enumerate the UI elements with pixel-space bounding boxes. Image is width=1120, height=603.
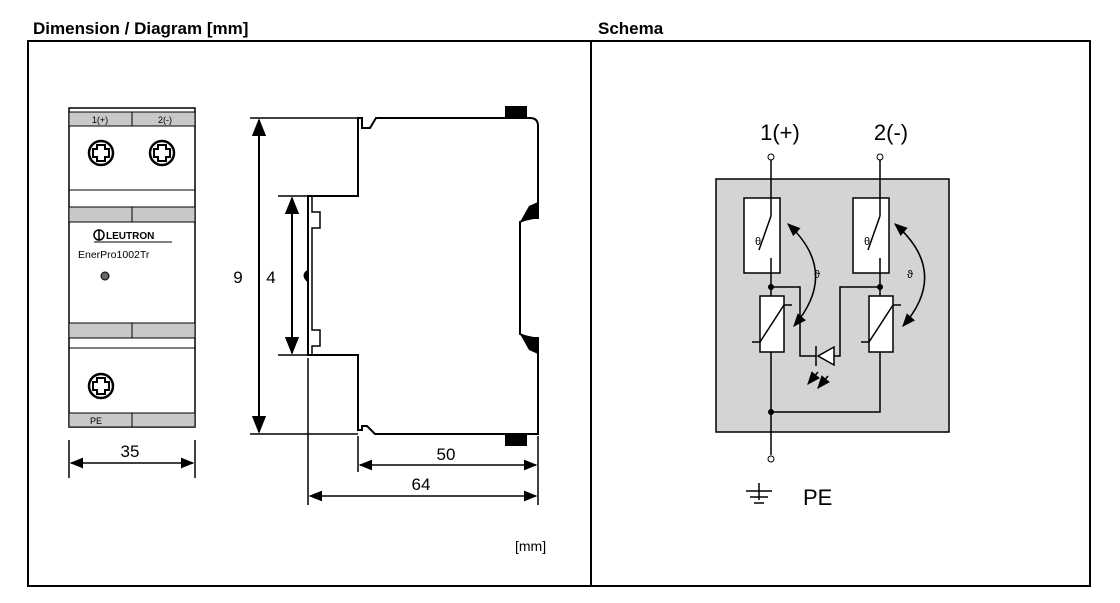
screw-icon [87, 372, 115, 400]
thermal-symbol-left: θ [755, 236, 761, 248]
led-indicator-icon [807, 345, 835, 390]
status-led-icon [100, 271, 110, 281]
inner-height-dimension-label: 4 [266, 268, 275, 287]
diagram-frame [27, 40, 1091, 587]
ground-icon [746, 483, 772, 504]
leutron-logo: LEUTRON [93, 229, 172, 243]
depth-short-dimension-label: 50 [437, 445, 456, 464]
panel-divider [590, 40, 592, 587]
theta-arrow-symbol-right: ϑ [907, 269, 913, 281]
front-view: 1(+) 2(-) LEUTRON EnerPro1002Tr [68, 107, 196, 478]
pe-terminal-icon [767, 455, 775, 463]
thermal-disconnector-left [743, 197, 781, 274]
schema-terminal-1-label: 1(+) [760, 120, 800, 145]
thermal-disconnector-right [852, 197, 890, 274]
schema-heading: Schema [598, 19, 664, 38]
model-label: EnerPro1002Tr [78, 249, 150, 261]
width-dimension-label: 35 [121, 442, 140, 461]
side-view: 9 4 50 64 [mm] [233, 106, 546, 554]
theta-arrow-symbol-left: ϑ [814, 269, 820, 281]
brand-label: LEUTRON [106, 231, 154, 242]
front-terminal-2-label: 2(-) [158, 115, 172, 125]
terminal-1-icon [767, 153, 775, 161]
front-terminal-1-label: 1(+) [92, 115, 108, 125]
thermal-symbol-right: θ [864, 236, 870, 248]
screw-icon [87, 139, 115, 167]
pe-label: PE [803, 485, 832, 510]
housing-profile [307, 117, 539, 435]
depth-long-dimension-label: 64 [412, 475, 431, 494]
screw-icon [148, 139, 176, 167]
unit-label: [mm] [515, 538, 546, 554]
bottom-clip [505, 434, 527, 446]
schematic: 1(+) 2(-) θ θ ϑ ϑ [715, 120, 950, 510]
front-pe-label: PE [90, 416, 102, 426]
height-dimension-label: 9 [233, 268, 242, 287]
dimension-diagram-heading: Dimension / Diagram [mm] [33, 19, 249, 38]
device-body [68, 107, 196, 428]
schema-terminal-2-label: 2(-) [874, 120, 908, 145]
terminal-2-icon [876, 153, 884, 161]
top-clip [505, 106, 527, 118]
